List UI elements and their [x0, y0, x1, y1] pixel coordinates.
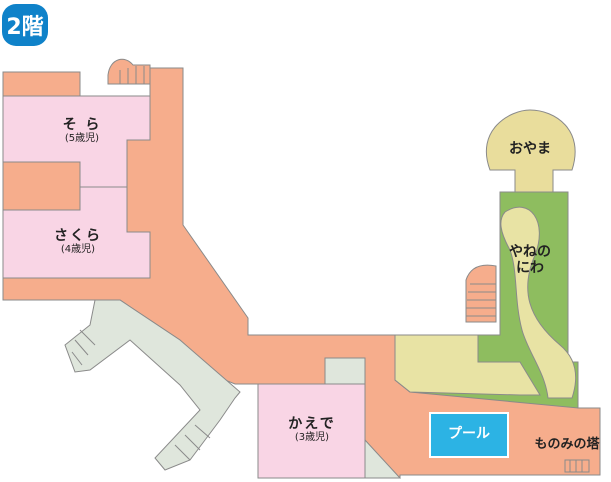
yane-no-niwa-line2: にわ	[516, 260, 544, 277]
tower-label: ものみの塔	[534, 437, 600, 452]
room-label-kaede: かえで (3歳児)	[272, 416, 352, 444]
stair-area	[64, 299, 241, 471]
garden-path	[500, 206, 577, 399]
room-age-sakura: (4歳児)	[60, 244, 96, 256]
room-label-sora: そ ら (5歳児)	[42, 117, 122, 145]
service-area	[324, 357, 366, 385]
room-name-sakura: さくら	[54, 228, 102, 244]
pool-label: プール	[448, 426, 490, 442]
yane-no-niwa-label: やねの にわ	[500, 244, 560, 276]
stairs-top	[107, 58, 151, 85]
ramp-area	[364, 438, 402, 479]
room-label-sakura: さくら (4歳児)	[38, 228, 118, 256]
room-sakura	[2, 186, 151, 279]
tower-stairs	[564, 459, 590, 473]
oyama-label: おやま	[509, 141, 551, 157]
stairs-roof	[465, 264, 497, 323]
floor-badge: 2階	[2, 4, 48, 46]
roof-garden-lawn	[394, 334, 541, 396]
room-name-sora: そ ら	[62, 117, 102, 133]
room-age-sora: (5歳児)	[64, 133, 100, 145]
pool	[429, 412, 509, 458]
oyama-hill	[485, 109, 576, 193]
yane-no-niwa-line1: やねの	[509, 244, 551, 260]
room-age-kaede: (3歳児)	[294, 432, 330, 444]
room-name-kaede: かえで	[288, 416, 336, 432]
